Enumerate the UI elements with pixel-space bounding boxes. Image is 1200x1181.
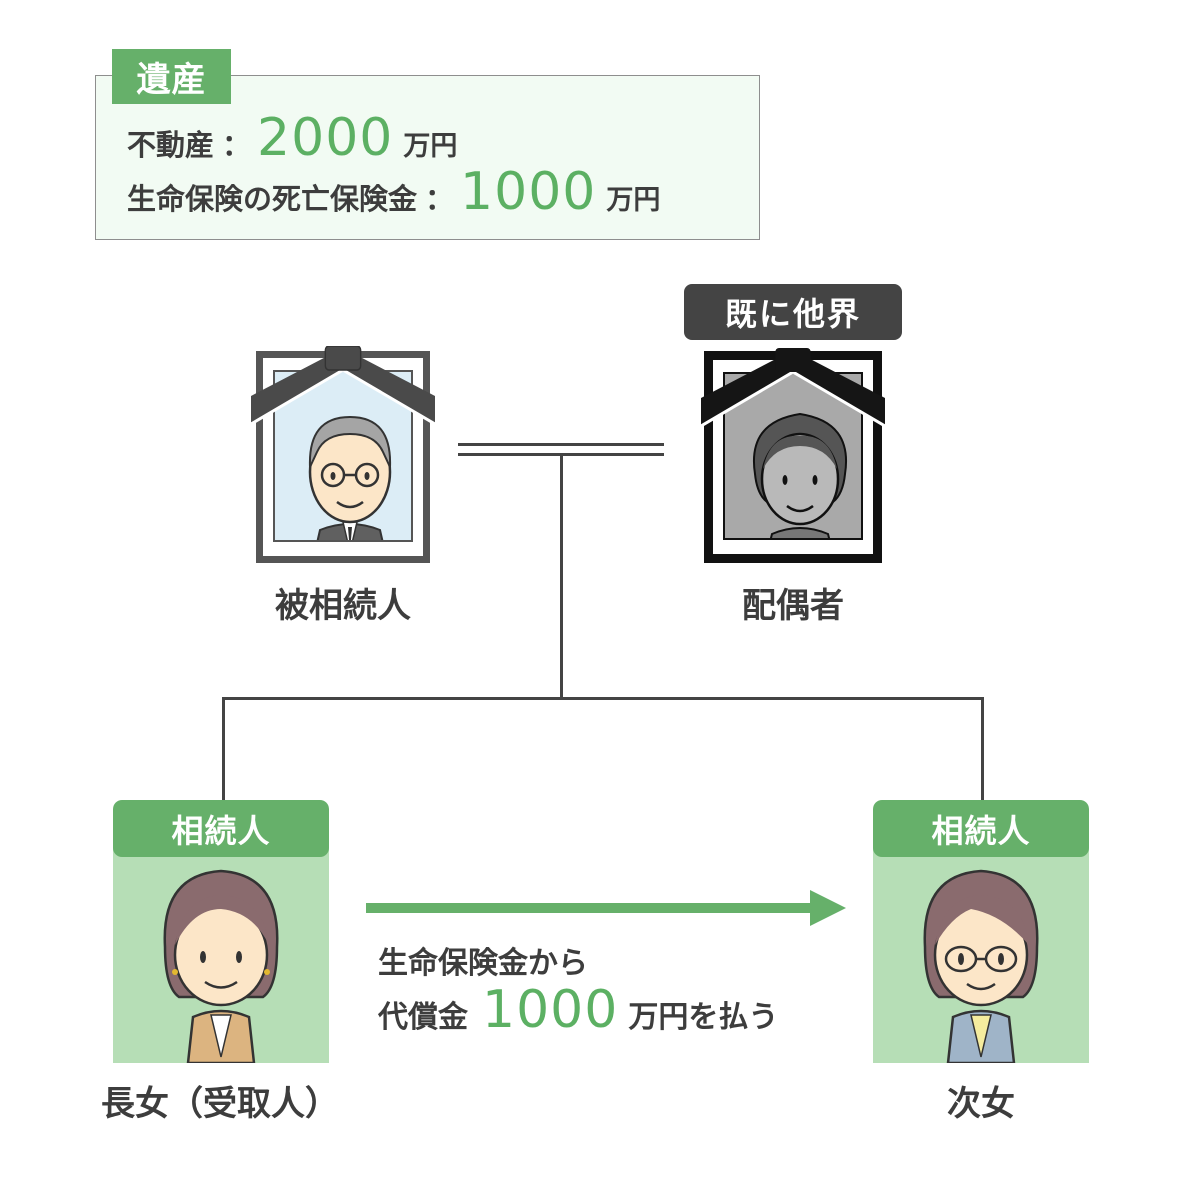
second-daughter-card: 相続人	[873, 800, 1089, 1063]
second-daughter-label: 次女	[947, 1084, 1015, 1124]
eldest-branch-line	[222, 697, 225, 801]
marriage-line-bottom	[458, 453, 664, 456]
eldest-daughter-card: 相続人	[113, 800, 329, 1063]
estate-item-insurance: 生命保険の死亡保険金 ： 1000 万円	[127, 162, 660, 222]
transfer-caption-line2: 代償金 1000 万円を払う	[378, 980, 778, 1040]
transfer-amount: 1000	[482, 980, 619, 1040]
deceased-portrait-frame	[251, 346, 435, 563]
transfer-source-text: 生命保険金から	[378, 946, 588, 981]
payment-arrow-icon	[366, 890, 846, 926]
transfer-caption-line1: 生命保険金から	[378, 938, 588, 982]
estate-item-colon: ：	[222, 128, 252, 162]
estate-item-real-estate: 不動産 ： 2000 万円	[127, 108, 457, 168]
estate-item-label: 生命保険の死亡保険金	[127, 182, 418, 216]
transfer-suffix: 万円を払う	[628, 1000, 779, 1035]
estate-item-amount: 1000	[460, 162, 597, 222]
elderly-man-icon	[308, 415, 392, 540]
estate-item-label: 不動産	[127, 128, 215, 162]
heir-badge: 相続人	[113, 800, 329, 857]
estate-item-amount: 2000	[257, 108, 394, 168]
elderly-woman-icon	[753, 412, 847, 538]
children-branch-line	[222, 697, 984, 700]
second-branch-line	[981, 697, 984, 801]
heir-badge: 相続人	[873, 800, 1089, 857]
woman-with-glasses-avatar-icon	[923, 869, 1039, 1063]
descent-line	[560, 455, 563, 700]
already-deceased-badge: 既に他界	[684, 284, 902, 340]
spouse-portrait-frame	[701, 348, 885, 563]
marriage-line-top	[458, 443, 664, 446]
transfer-prefix: 代償金	[378, 1000, 468, 1035]
woman-avatar-icon	[163, 869, 279, 1063]
eldest-daughter-label: 長女（受取人）	[101, 1084, 339, 1124]
estate-item-colon: ：	[425, 182, 455, 216]
deceased-portrait	[273, 370, 413, 542]
estate-item-unit: 万円	[403, 131, 458, 162]
deceased-label: 被相続人	[275, 586, 411, 626]
spouse-portrait	[723, 372, 863, 540]
spouse-label: 配偶者	[742, 586, 844, 626]
estate-tag: 遺産	[112, 49, 231, 104]
estate-item-unit: 万円	[606, 185, 661, 216]
